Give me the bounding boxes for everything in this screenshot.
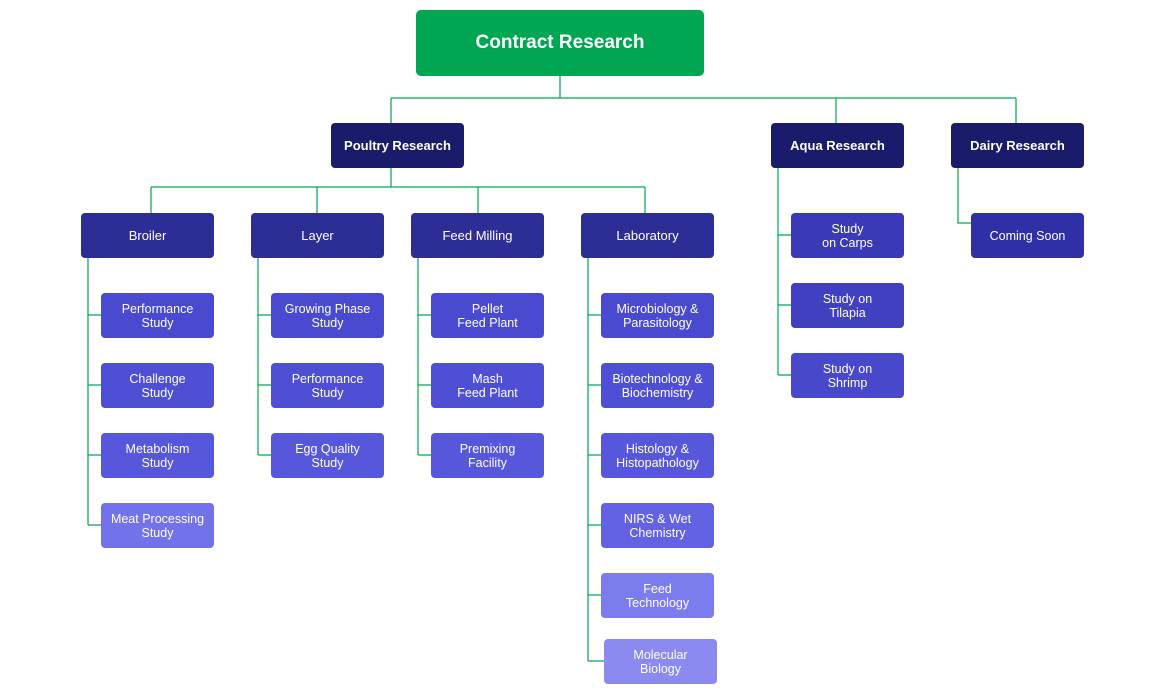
leaf-layer-egg-quality-study: Egg Quality Study (271, 433, 384, 478)
leaf-feed-pellet-feed-plant: Pellet Feed Plant (431, 293, 544, 338)
leaf-broiler-performance-study: Performance Study (101, 293, 214, 338)
leaf-lab-feed-technology: Feed Technology (601, 573, 714, 618)
connector-aqua (777, 167, 792, 376)
leaf-lab-microbiology-parasitology: Microbiology & Parasitology (601, 293, 714, 338)
leaf-broiler-challenge-study: Challenge Study (101, 363, 214, 408)
leaf-feed-premixing-facility: Premixing Facility (431, 433, 544, 478)
node-layer: Layer (251, 213, 384, 258)
leaf-aqua-study-on-tilapia: Study on Tilapia (791, 283, 904, 328)
node-feed-milling: Feed Milling (411, 213, 544, 258)
connector-layer (257, 257, 272, 456)
leaf-layer-growing-phase-study: Growing Phase Study (271, 293, 384, 338)
connector-dairy (957, 167, 972, 224)
connector-feed-milling (417, 257, 432, 456)
connector-root (390, 76, 1017, 124)
leaf-feed-mash-feed-plant: Mash Feed Plant (431, 363, 544, 408)
connector-broiler (87, 257, 102, 526)
leaf-dairy-coming-soon: Coming Soon (971, 213, 1084, 258)
node-laboratory: Laboratory (581, 213, 714, 258)
node-poultry-research: Poultry Research (331, 123, 464, 168)
leaf-aqua-study-on-shrimp: Study on Shrimp (791, 353, 904, 398)
connector-laboratory (587, 257, 605, 662)
leaf-lab-nirs-wet-chemistry: NIRS & Wet Chemistry (601, 503, 714, 548)
leaf-broiler-meat-processing-study: Meat Processing Study (101, 503, 214, 548)
connector-poultry (150, 167, 646, 214)
node-broiler: Broiler (81, 213, 214, 258)
leaf-lab-histology-histopathology: Histology & Histopathology (601, 433, 714, 478)
node-dairy-research: Dairy Research (951, 123, 1084, 168)
leaf-lab-molecular-biology: Molecular Biology (604, 639, 717, 684)
leaf-layer-performance-study: Performance Study (271, 363, 384, 408)
node-aqua-research: Aqua Research (771, 123, 904, 168)
leaf-lab-biotechnology-biochemistry: Biotechnology & Biochemistry (601, 363, 714, 408)
root-node-contract-research: Contract Research (416, 10, 704, 76)
leaf-aqua-study-on-carps: Study on Carps (791, 213, 904, 258)
leaf-broiler-metabolism-study: Metabolism Study (101, 433, 214, 478)
